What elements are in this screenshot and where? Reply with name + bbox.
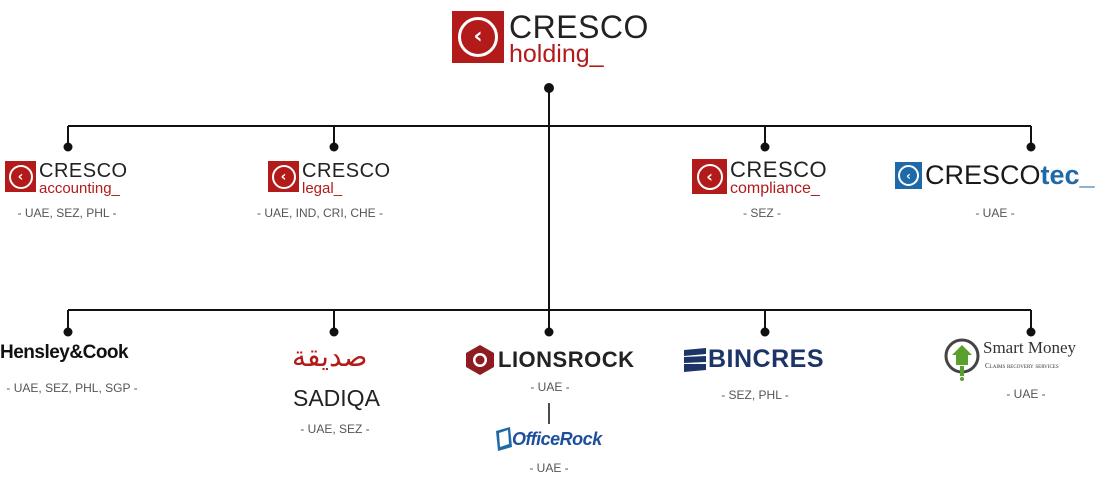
cresco-tec-logo: ‹ CRESCO tec_ — [895, 160, 1095, 191]
root-sub: holding_ — [509, 40, 604, 68]
cresco-emblem-icon: ‹ — [452, 11, 504, 63]
cresco-holding-logo: ‹ CRESCO holding_ — [452, 11, 649, 67]
region-bincres: - SEZ, PHL - — [721, 388, 789, 402]
officerock-book-icon — [496, 427, 512, 451]
cresco-emblem-icon: ‹ — [5, 161, 36, 192]
region-cresco-accounting: - UAE, SEZ, PHL - — [17, 206, 117, 220]
cresco-tec-emblem-icon: ‹ — [895, 162, 922, 189]
root-brand: CRESCO — [509, 9, 649, 45]
region-cresco-tec: - UAE - — [975, 206, 1015, 220]
cresco-emblem-icon: ‹ — [692, 159, 727, 194]
smart-money-house-icon — [944, 338, 980, 381]
region-cresco-compliance: - SEZ - — [743, 206, 781, 220]
cresco-legal-logo: ‹ CRESCO legal_ — [268, 161, 391, 196]
cresco-emblem-icon: ‹ — [268, 161, 299, 192]
sadiqa-arabic-logo: صديقة — [292, 340, 368, 373]
lion-head-icon — [466, 345, 494, 375]
region-cresco-legal: - UAE, IND, CRI, CHE - — [256, 206, 384, 220]
region-lionsrock: - UAE - — [530, 380, 570, 394]
bincres-flag-icon — [684, 347, 706, 372]
region-officerock: - UAE - — [529, 461, 569, 475]
smart-money-logo: Smart Money Claims recovery services — [943, 338, 1076, 382]
lionsrock-logo: LIONSROCK — [466, 345, 635, 375]
region-sadiqa: - UAE, SEZ - — [300, 422, 370, 436]
region-smart-money: - UAE - — [1006, 387, 1046, 401]
cresco-compliance-logo: ‹ CRESCO compliance_ — [692, 159, 827, 197]
officerock-logo: OfficeRock — [496, 427, 602, 451]
cresco-accounting-logo: ‹ CRESCO accounting_ — [5, 161, 128, 196]
smart-money-tagline: Claims recovery services — [985, 362, 1059, 370]
sadiqa-logo: SADIQA — [293, 385, 380, 411]
hensley-cook-logo: Hensley&Cook — [0, 342, 129, 363]
bincres-logo: BINCRES — [684, 345, 824, 374]
region-hensley-cook: - UAE, SEZ, PHL, SGP - — [6, 381, 138, 395]
